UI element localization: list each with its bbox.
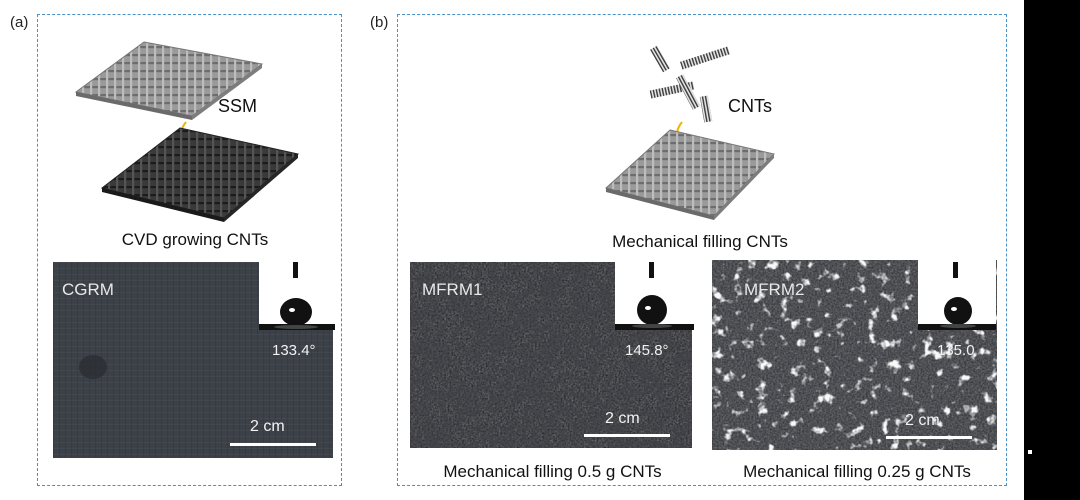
ssm-mesh-light-b bbox=[604, 129, 775, 220]
panel-a-letter: (a) bbox=[10, 14, 29, 31]
mfrm1-caption: Mechanical filling 0.5 g CNTs bbox=[443, 462, 662, 481]
mfrm1-scale-text: 2 cm bbox=[605, 410, 640, 427]
mfrm2-scale-text: 2 cm bbox=[905, 412, 940, 429]
mfrm2-caption: Mechanical filling 0.25 g CNTs bbox=[743, 462, 971, 481]
ssm-mesh-light bbox=[74, 41, 264, 120]
mfrm1-photo bbox=[410, 262, 692, 448]
panel-b-letter: (b) bbox=[370, 14, 389, 31]
cgrm-scale-bar bbox=[230, 443, 316, 446]
cgrm-angle-value: 133.4° bbox=[272, 342, 316, 359]
mfrm1-label: MFRM1 bbox=[422, 280, 483, 299]
panel-a-frame bbox=[37, 14, 342, 486]
panel-a-caption: CVD growing CNTs bbox=[121, 230, 269, 249]
cgrm-contact-angle-inset bbox=[259, 258, 335, 330]
cnts-label: CNTs bbox=[728, 96, 772, 116]
mfrm1-contact-angle-inset bbox=[615, 258, 694, 330]
right-black-border bbox=[1024, 0, 1080, 500]
ssm-label: SSM bbox=[218, 96, 258, 116]
mfrm2-scale-bar bbox=[886, 436, 972, 439]
cnt-mesh-dark bbox=[100, 127, 300, 222]
cgrm-label: CGRM bbox=[62, 280, 114, 299]
cnt-tubes-icon bbox=[649, 45, 731, 123]
mfrm2-label: MFRM2 bbox=[744, 280, 805, 299]
panel-b-frame bbox=[397, 14, 1007, 486]
mfrm2-angle-value: 135.0 bbox=[937, 342, 975, 359]
mfrm1-angle-value: 145.8° bbox=[625, 342, 669, 359]
mfrm1-scale-bar bbox=[584, 434, 670, 437]
mfrm2-photo bbox=[712, 260, 997, 450]
cgrm-scale-text: 2 cm bbox=[250, 418, 285, 435]
panel-b-caption: Mechanical filling CNTs bbox=[612, 232, 788, 251]
mfrm2-contact-angle-inset bbox=[918, 258, 996, 330]
stray-mark bbox=[1028, 450, 1032, 454]
